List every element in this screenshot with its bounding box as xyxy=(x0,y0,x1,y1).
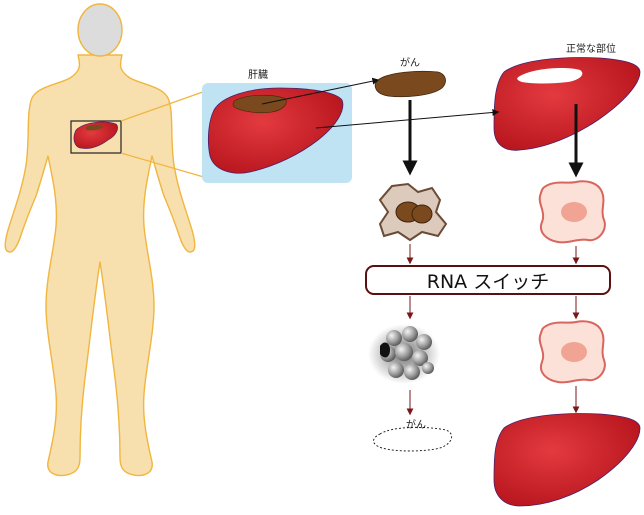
apoptotic-body xyxy=(388,362,404,378)
liver-location-box xyxy=(70,120,122,154)
dying-cancer-cell xyxy=(368,324,440,384)
healthy-liver xyxy=(493,413,641,507)
liver-label: 肝臓 xyxy=(248,69,268,81)
cancer-cell xyxy=(378,182,448,242)
apoptotic-body xyxy=(386,330,402,346)
normal-cell-top xyxy=(538,180,606,244)
tumor-icon xyxy=(374,70,446,98)
zoom-line-bottom xyxy=(120,152,215,181)
zoom-line-top xyxy=(120,87,215,122)
body-liver-icon xyxy=(73,121,118,149)
cancer-gone-outline xyxy=(373,426,453,452)
apoptotic-body xyxy=(402,326,418,342)
normal-cell-bottom-nucleus xyxy=(561,342,587,362)
zoomed-liver xyxy=(207,87,344,174)
apoptotic-body xyxy=(404,364,420,380)
apoptotic-body xyxy=(412,350,428,366)
apoptotic-body xyxy=(395,343,413,361)
zoomed-liver-tumor xyxy=(232,94,287,114)
human-body xyxy=(4,3,196,477)
rna-switch-label: RNA スイッチ xyxy=(427,271,549,293)
normal-liver xyxy=(493,57,641,151)
arrow-to-tumor xyxy=(261,77,380,105)
body-head xyxy=(77,3,123,57)
apoptotic-body xyxy=(422,362,434,374)
normal-part-label: 正常な部位 xyxy=(566,42,616,55)
dark-fragment xyxy=(380,342,390,358)
body-silhouette xyxy=(4,54,196,477)
rna-switch-box xyxy=(365,265,611,295)
body-liver-tumor xyxy=(86,124,104,131)
normal-liver-removed-area xyxy=(517,68,583,84)
normal-cell-bottom xyxy=(538,320,606,384)
normal-cell-top-nucleus xyxy=(561,202,587,222)
cancer-cell-nucleus-2 xyxy=(411,204,433,224)
arrow-to-normal-liver xyxy=(315,109,500,129)
cancer-label-bottom: がん xyxy=(406,418,426,431)
apoptotic-body xyxy=(416,334,432,350)
cancer-label-top: がん xyxy=(400,56,420,69)
